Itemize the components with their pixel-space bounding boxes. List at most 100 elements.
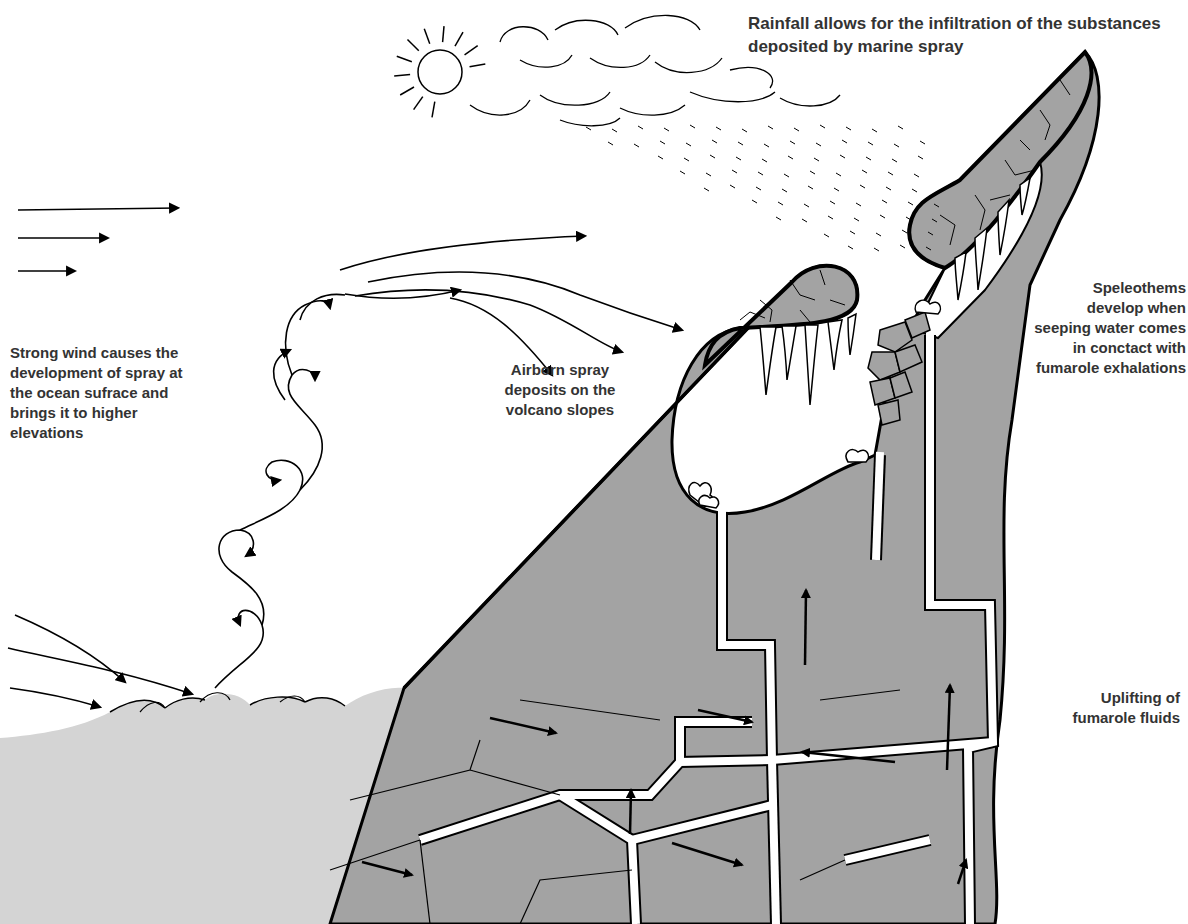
- rain-drop: [790, 141, 795, 144]
- wind-arrow: [8, 648, 192, 694]
- flow-arrow: [802, 752, 895, 762]
- rock-block: [890, 372, 912, 398]
- rain-drop: [710, 155, 715, 158]
- volcano-body: [330, 52, 1099, 924]
- spray-note: Airborn spray deposits on the volcano sl…: [488, 360, 632, 420]
- fissure-channel: [845, 840, 930, 860]
- flow-arrow: [630, 790, 631, 834]
- rain-drop: [824, 234, 829, 237]
- wind-arrow: [18, 208, 178, 210]
- flow-arrow: [958, 860, 966, 884]
- fissure-channel: [876, 452, 880, 560]
- rain-drop: [908, 202, 913, 205]
- fissure-channel: [420, 840, 430, 924]
- rain-drop: [820, 125, 825, 128]
- speleothem: [689, 178, 1030, 508]
- fissure-channel: [330, 690, 900, 924]
- rock-block: [878, 400, 900, 425]
- wind-arrow: [10, 688, 100, 707]
- flow-arrow: [362, 862, 412, 875]
- sun: [397, 56, 412, 61]
- rain-drop: [716, 127, 721, 130]
- rain-drop: [894, 144, 899, 147]
- fissure-channel: [470, 770, 560, 795]
- rain-drop: [684, 158, 689, 161]
- wind-arrow: [18, 237, 108, 239]
- rain-drop: [848, 246, 853, 249]
- flow-arrow: [490, 718, 556, 733]
- sun: [470, 64, 486, 67]
- sun: [407, 39, 418, 50]
- cloud: [555, 20, 618, 35]
- fissure-channel: [420, 760, 772, 840]
- speleothem: [955, 252, 966, 300]
- rain-drop: [892, 159, 897, 162]
- spray-vortex: [286, 301, 330, 375]
- rain-drop: [758, 172, 763, 175]
- rain-drop: [784, 174, 789, 177]
- rain-drop: [776, 217, 781, 220]
- rain-drop: [868, 142, 873, 145]
- rain-drop: [686, 143, 691, 146]
- wind-note: Strong wind causes the development of sp…: [10, 343, 186, 443]
- fissure-channel: [772, 760, 776, 924]
- rain-drop: [768, 126, 773, 129]
- sun: [432, 102, 435, 118]
- cloud: [540, 92, 610, 105]
- speleothem: [828, 320, 842, 370]
- rain-drop: [830, 201, 835, 204]
- rain-drop: [808, 186, 813, 189]
- rain-drop: [638, 126, 643, 129]
- rain-drop: [874, 248, 879, 251]
- cloud: [500, 27, 548, 42]
- rain-drop: [778, 202, 783, 205]
- wind-arrow: [18, 270, 75, 272]
- rain-drop: [810, 171, 815, 174]
- fissure-channel: [420, 760, 772, 840]
- rain-drop: [860, 185, 865, 188]
- speleothem: [699, 496, 719, 508]
- fissure-channel: [930, 335, 993, 924]
- rock-block: [915, 300, 940, 314]
- rain-drop: [752, 200, 757, 203]
- flow-arrow: [672, 843, 742, 865]
- rain-drop: [814, 158, 819, 161]
- fissure-channel: [772, 742, 993, 760]
- spray-arrow: [355, 290, 622, 352]
- rain-drop: [802, 219, 807, 222]
- lava-lobe: [909, 52, 1091, 268]
- fissure-channel: [520, 870, 632, 924]
- rain-drop: [816, 143, 821, 146]
- rain-drop: [850, 231, 855, 234]
- rock-block: [905, 312, 930, 338]
- speleothem: [975, 228, 987, 290]
- rain-drop: [608, 142, 613, 145]
- volcano-body: [404, 282, 792, 688]
- rain-drop: [658, 156, 663, 159]
- rain-drop: [804, 204, 809, 207]
- rain-drop: [846, 127, 851, 130]
- cloud: [655, 58, 722, 73]
- speleothem: [848, 314, 856, 355]
- wind-arrow: [15, 615, 125, 682]
- rain-drop: [902, 230, 907, 233]
- spray-arrow: [340, 236, 682, 375]
- rain-drop: [660, 141, 665, 144]
- spray-vortex: [300, 294, 345, 320]
- sun: [424, 29, 429, 44]
- volcano-body: [330, 52, 1099, 924]
- fissure-channel: [420, 330, 993, 924]
- rock-block: [868, 300, 940, 425]
- rain-drop: [926, 247, 931, 250]
- rain-drop: [932, 219, 937, 222]
- fissure-channel: [772, 742, 993, 760]
- fissure-channel: [845, 840, 930, 860]
- cloud: [625, 15, 700, 30]
- spray-vortex: [240, 460, 303, 530]
- rain-drop: [876, 233, 881, 236]
- rain-drop: [862, 170, 867, 173]
- rain-drop: [914, 174, 919, 177]
- cloud: [470, 100, 530, 115]
